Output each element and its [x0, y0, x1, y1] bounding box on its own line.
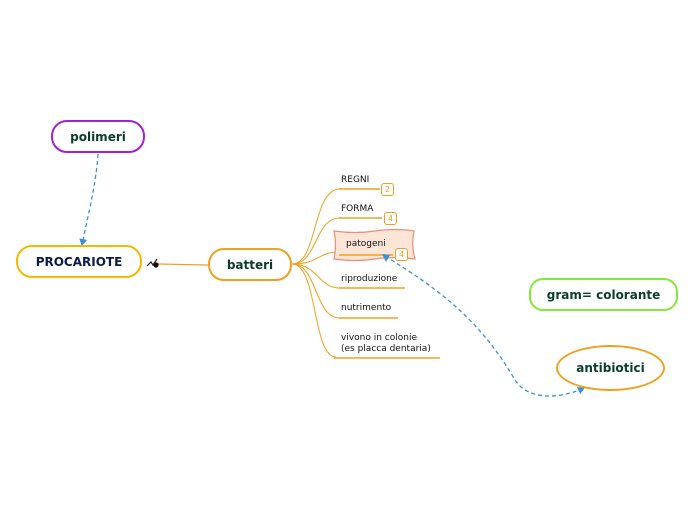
node-batteri[interactable]: batteri	[208, 248, 292, 281]
node-procariote-label: PROCARIOTE	[35, 254, 123, 269]
node-polimeri-label: polimeri	[70, 129, 126, 144]
relation-patogeni-antibiotici[interactable]	[384, 255, 585, 397]
patogeni-count-badge[interactable]: 4	[395, 248, 408, 261]
node-antibiotici-label: antibiotici	[576, 361, 645, 375]
subtopic-regni[interactable]: REGNI	[341, 175, 370, 185]
forma-count-badge[interactable]: 4	[384, 212, 397, 225]
subtopic-colonie[interactable]: vivono in colonie (es placca dentaria)	[341, 333, 431, 355]
patogeni-box[interactable]	[333, 228, 416, 262]
node-antibiotici[interactable]: antibiotici	[556, 345, 665, 391]
subtopic-colonie-line2: (es placca dentaria)	[341, 344, 431, 354]
regni-count-badge[interactable]: 2	[381, 183, 394, 196]
collapse-icon[interactable]	[146, 257, 160, 271]
node-procariote[interactable]: PROCARIOTE	[16, 245, 142, 278]
subtopic-nutrimento[interactable]: nutrimento	[341, 303, 392, 313]
node-polimeri[interactable]: polimeri	[51, 120, 145, 153]
node-gram-label: gram= colorante	[546, 287, 661, 302]
patogeni-arrowhead	[382, 254, 390, 262]
connector-procariote-batteri	[156, 263, 209, 266]
subtopic-underlines	[334, 188, 440, 359]
node-gram-colorante[interactable]: gram= colorante	[529, 278, 678, 311]
subtopic-colonie-line1: vivono in colonie	[341, 333, 417, 343]
subtopic-riproduzione[interactable]: riproduzione	[341, 274, 398, 284]
subtopic-forma[interactable]: FORMA	[341, 204, 374, 214]
relation-polimeri-procariote[interactable]	[79, 153, 99, 246]
subtopic-patogeni[interactable]: patogeni	[346, 239, 386, 249]
batteri-branches	[291, 188, 341, 358]
node-batteri-label: batteri	[226, 257, 274, 272]
